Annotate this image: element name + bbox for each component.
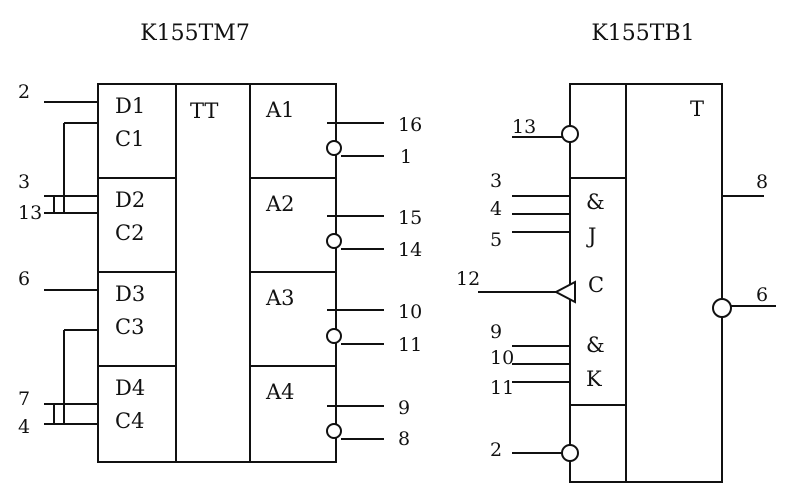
j-label: J <box>586 224 596 248</box>
pin-left-a4-q: 9 <box>398 397 410 419</box>
chip-right-function-label: T <box>690 97 704 121</box>
k-label: K <box>586 367 602 391</box>
pin-right-j1: 3 <box>490 170 502 192</box>
clock-label: C <box>588 273 604 297</box>
chip-right-body <box>569 83 723 483</box>
chip-left-title: K155TM7 <box>140 21 250 46</box>
input-label-d4: D4 <box>115 376 145 400</box>
input-label-c2: C2 <box>115 221 144 245</box>
pin-right-k1: 9 <box>490 321 502 343</box>
pin-left-d1: 2 <box>18 81 30 103</box>
pin-left-a3-nq: 11 <box>398 334 422 356</box>
chip-right-title: K155TB1 <box>591 21 694 46</box>
inverter-bubble-a1 <box>326 140 342 156</box>
pin-right-set: 13 <box>512 116 536 138</box>
inverter-bubble-a3 <box>326 328 342 344</box>
inverter-bubble-a2 <box>326 233 342 249</box>
output-label-a2: A2 <box>265 192 295 216</box>
pin-left-c12-top: 3 <box>18 171 30 193</box>
input-label-c1: C1 <box>115 127 144 151</box>
output-label-a3: A3 <box>265 286 295 310</box>
pin-right-q: 8 <box>756 171 768 193</box>
pin-left-c34-bottom: 4 <box>18 416 30 438</box>
input-label-d3: D3 <box>115 282 145 306</box>
pin-left-a1-nq: 1 <box>400 146 412 168</box>
pin-left-a2-nq: 14 <box>398 239 422 261</box>
reset-inverter-bubble <box>561 444 579 462</box>
input-label-c3: C3 <box>115 315 144 339</box>
and-label-bottom: & <box>586 333 605 357</box>
output-label-a4: A4 <box>265 380 295 404</box>
pin-right-k3: 11 <box>490 377 514 399</box>
set-inverter-bubble <box>561 125 579 143</box>
output-label-a1: A1 <box>265 98 295 122</box>
pin-right-j3: 5 <box>490 229 502 251</box>
pin-left-a3-q: 10 <box>398 301 422 323</box>
input-label-d2: D2 <box>115 188 145 212</box>
pin-right-reset: 2 <box>490 439 502 461</box>
pin-right-clock: 12 <box>456 268 480 290</box>
inverter-bubble-a4 <box>326 423 342 439</box>
nq-inverter-bubble <box>712 298 732 318</box>
clock-triangle-icon <box>553 280 576 304</box>
input-label-c4: C4 <box>115 409 144 433</box>
pin-right-k2: 10 <box>490 347 514 369</box>
pin-left-a4-nq: 8 <box>398 428 410 450</box>
pin-right-nq: 6 <box>756 284 768 306</box>
pin-right-j2: 4 <box>490 198 502 220</box>
input-label-d1: D1 <box>115 94 145 118</box>
pin-left-a2-q: 15 <box>398 207 422 229</box>
pin-left-a1-q: 16 <box>398 114 422 136</box>
chip-left-function-label: TT <box>190 99 218 123</box>
pin-left-d3: 6 <box>18 268 30 290</box>
pin-left-c12-bottom: 13 <box>18 202 42 224</box>
pin-left-c34-top: 7 <box>18 388 30 410</box>
and-label-top: & <box>586 190 605 214</box>
